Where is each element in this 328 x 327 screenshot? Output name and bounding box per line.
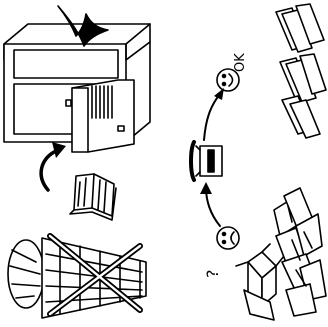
sad-face-icon [217,227,239,249]
filing-cabinet-icon [4,24,150,152]
arrow-to-telephone-icon [200,182,220,226]
stacked-folders-icon [276,4,326,138]
telephone-icon [191,142,222,180]
ok-label: OK [233,53,248,72]
open-book-icon [70,174,116,220]
crossed-out-trash-bin-icon [8,236,146,318]
scattered-papers-icon [274,188,326,316]
open-box-icon [236,244,284,320]
question-mark-label: ? [203,270,222,279]
arrow-to-happy-face-icon [204,88,224,140]
curved-arrow-up-icon [41,142,66,190]
